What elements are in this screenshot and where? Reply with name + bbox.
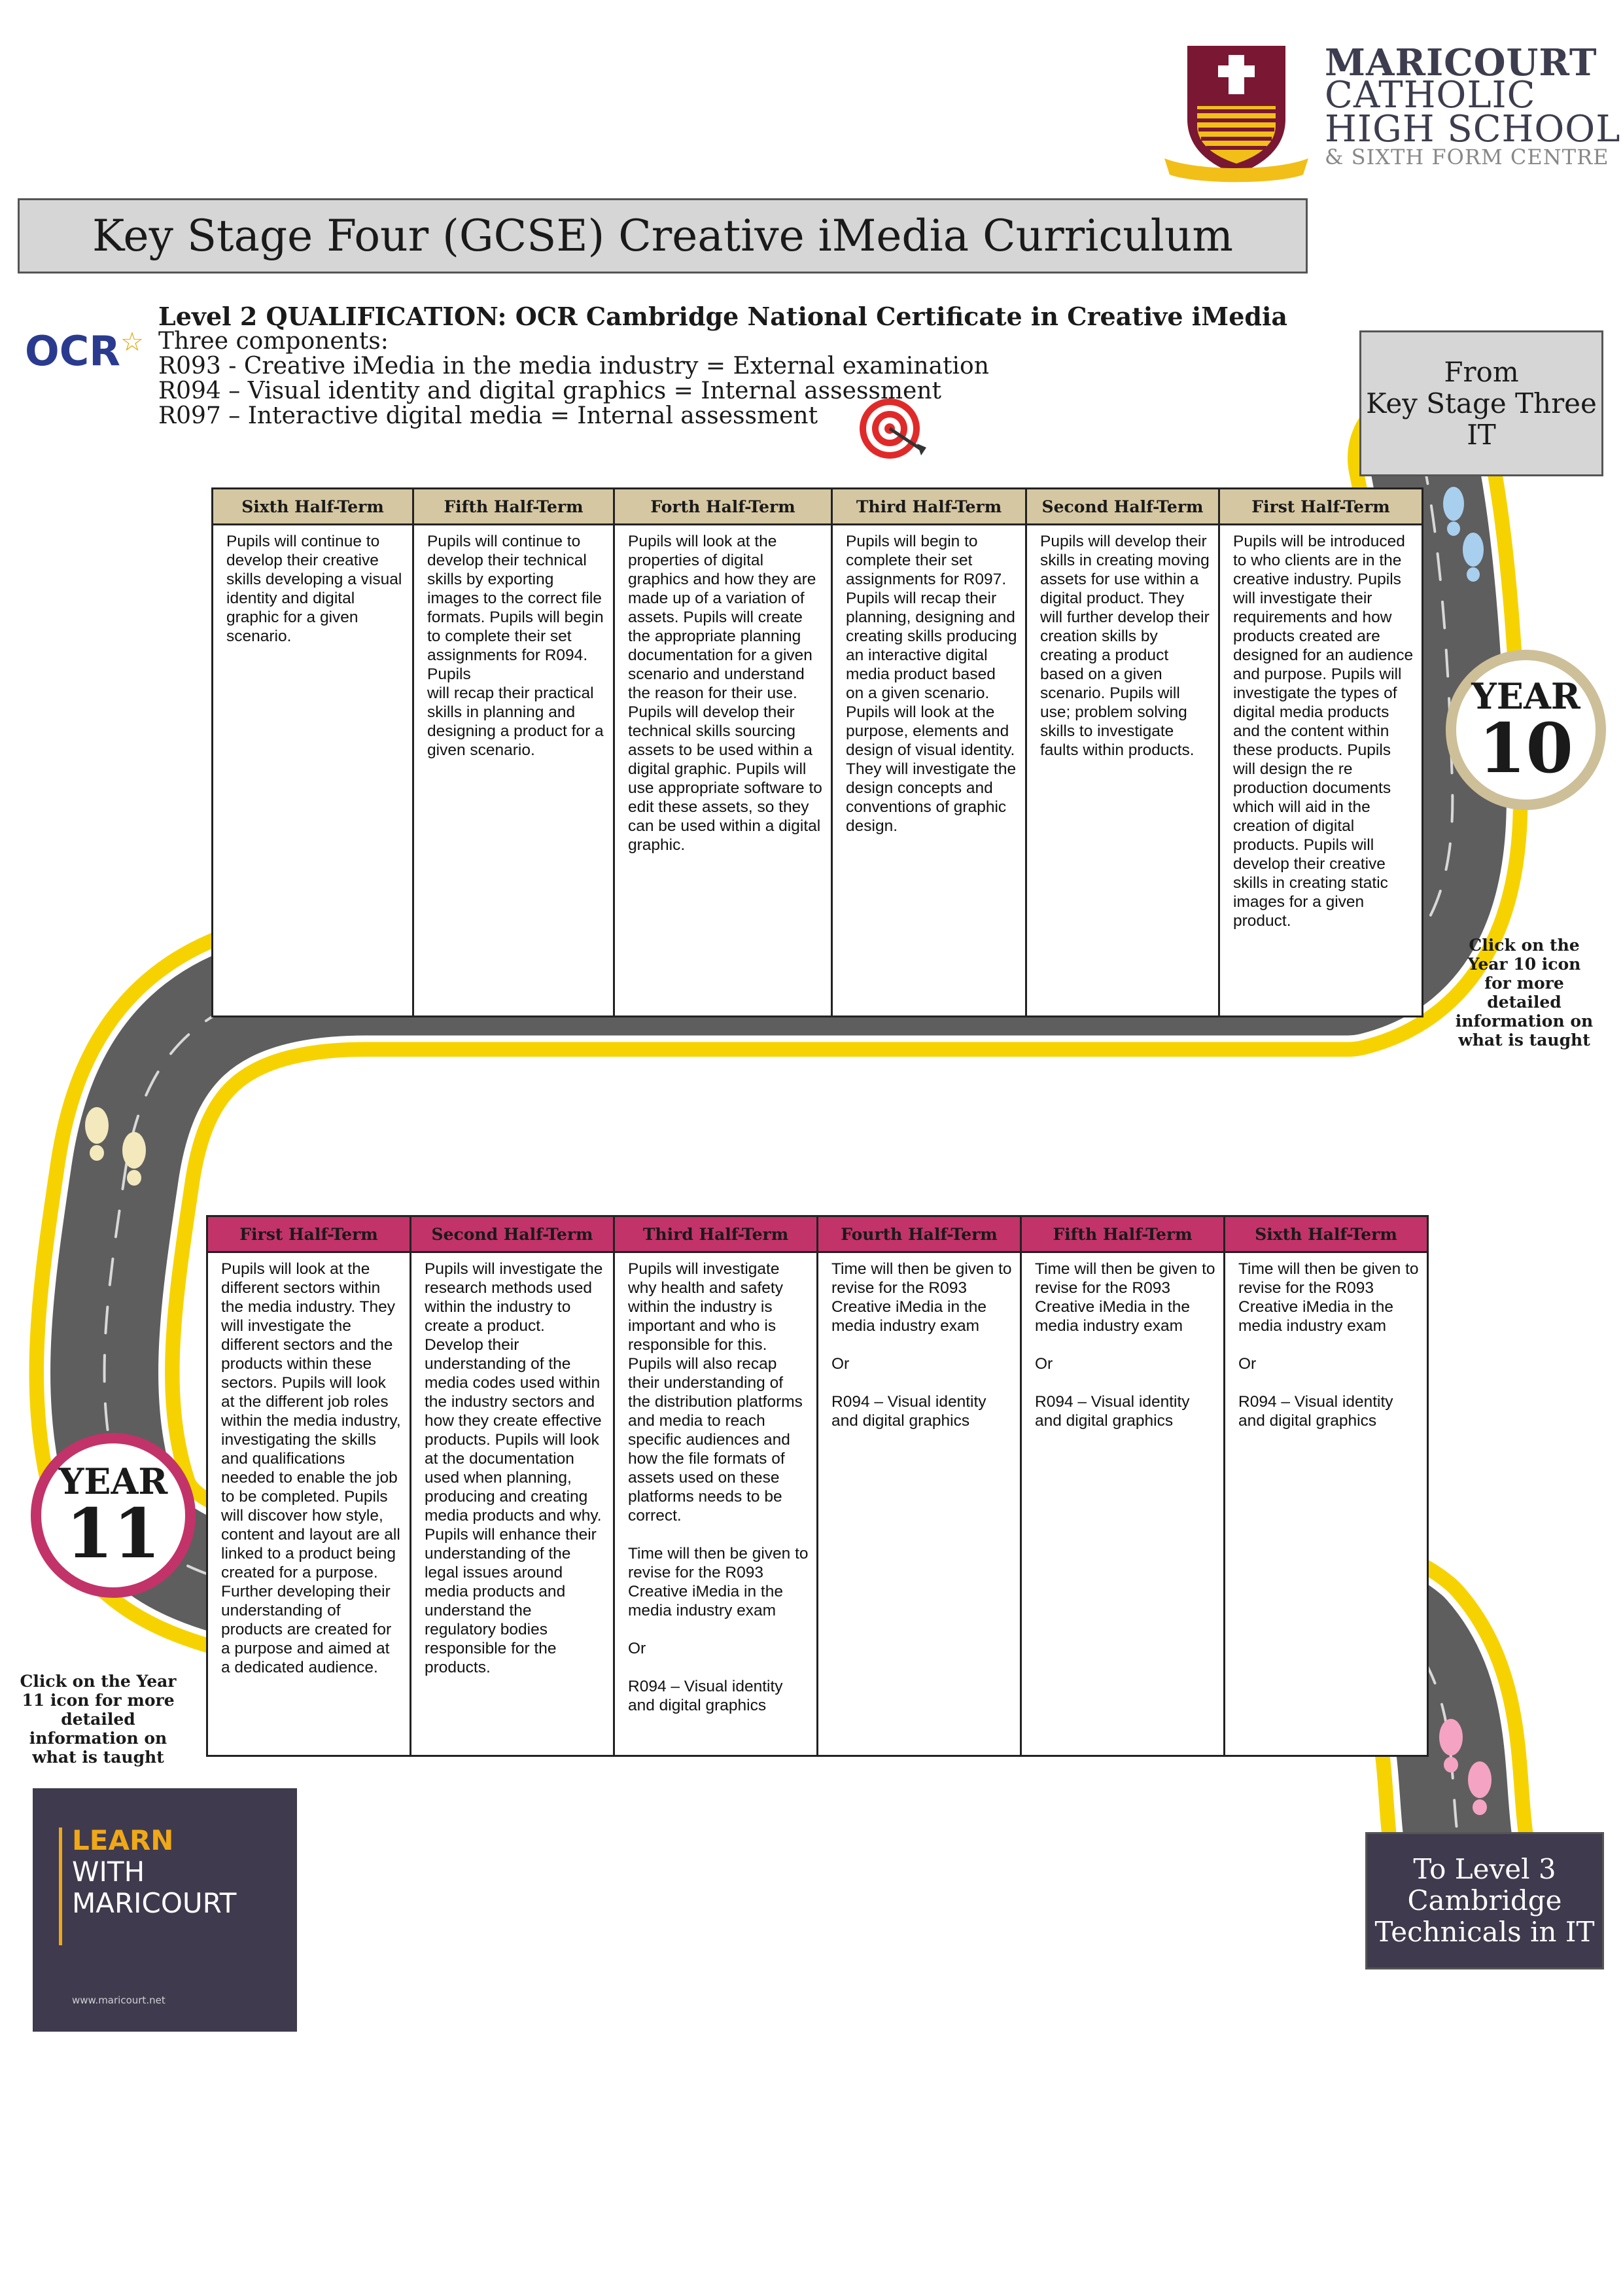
- learn-accent-bar: [59, 1828, 62, 1945]
- year10-cell-first: Pupils will be introduced to who clients…: [1218, 523, 1423, 1017]
- learn-line3: MARICOURT: [72, 1887, 237, 1919]
- year11-cell-second: Pupils will investigate the research met…: [410, 1251, 615, 1757]
- year10-header-first: First Half-Term: [1218, 487, 1423, 525]
- component-r094: R094 – Visual identity and digital graph…: [158, 378, 941, 404]
- year10-cell-sixth: Pupils will continue to develop their cr…: [211, 523, 414, 1017]
- year11-badge-number: 11: [65, 1493, 161, 1574]
- year11-cell-third: Pupils will investigate why health and s…: [613, 1251, 818, 1757]
- footprints-pink-icon: [1439, 1719, 1492, 1815]
- learn-line2: WITH: [72, 1856, 145, 1888]
- year10-header-fifth: Fifth Half-Term: [412, 487, 615, 525]
- year10-cell-third: Pupils will begin to complete their set …: [831, 523, 1027, 1017]
- year10-badge-label: YEAR: [1471, 675, 1580, 717]
- learn-line1: LEARN: [72, 1824, 174, 1856]
- school-name-line1: MARICOURT: [1325, 41, 1597, 84]
- footprints-cream-icon: [85, 1107, 146, 1186]
- year11-content-row: Pupils will look at the different sector…: [206, 1251, 1429, 1757]
- year11-badge-icon[interactable]: YEAR 11: [31, 1433, 196, 1598]
- year11-click-note: Click on the Year 11 icon for more detai…: [20, 1672, 177, 1767]
- qualification-block: Level 2 QUALIFICATION: OCR Cambridge Nat…: [158, 304, 1287, 429]
- year11-header-sixth: Sixth Half-Term: [1223, 1215, 1429, 1253]
- components-intro: Three components:: [158, 328, 389, 355]
- year11-cell-fourth: Time will then be given to revise for th…: [816, 1251, 1022, 1757]
- year10-header-second: Second Half-Term: [1025, 487, 1220, 525]
- page-title: Key Stage Four (GCSE) Creative iMedia Cu…: [18, 198, 1308, 274]
- year10-click-note: Click on the Year 10 icon for more detai…: [1455, 936, 1594, 1050]
- learn-with-maricourt-panel: LEARN WITH MARICOURT www.maricourt.net: [33, 1788, 297, 2032]
- year10-cell-fifth: Pupils will continue to develop their te…: [412, 523, 615, 1017]
- year11-cell-sixth: Time will then be given to revise for th…: [1223, 1251, 1429, 1757]
- year10-curriculum-table: Sixth Half-Term Fifth Half-Term Forth Ha…: [211, 487, 1423, 1017]
- footprints-blue-icon: [1443, 487, 1484, 582]
- year11-header-second: Second Half-Term: [410, 1215, 615, 1253]
- ocr-star-icon: ☆: [120, 327, 144, 357]
- learn-url[interactable]: www.maricourt.net: [72, 1994, 166, 2006]
- year11-cell-first: Pupils will look at the different sector…: [206, 1251, 411, 1757]
- school-crest-logo: [1158, 41, 1315, 185]
- school-name-line3: HIGH SCHOOL: [1325, 108, 1621, 150]
- year10-badge-icon[interactable]: YEAR 10: [1446, 650, 1606, 810]
- year11-cell-fifth: Time will then be given to revise for th…: [1020, 1251, 1225, 1757]
- year11-curriculum-table: First Half-Term Second Half-Term Third H…: [206, 1215, 1429, 1757]
- year10-header-fourth: Forth Half-Term: [613, 487, 833, 525]
- target-icon: [860, 398, 926, 459]
- year10-cell-second: Pupils will develop their skills in crea…: [1025, 523, 1220, 1017]
- year11-header-first: First Half-Term: [206, 1215, 411, 1253]
- year11-header-fifth: Fifth Half-Term: [1020, 1215, 1225, 1253]
- year10-content-row: Pupils will continue to develop their cr…: [211, 523, 1423, 1017]
- year11-header-third: Third Half-Term: [613, 1215, 818, 1253]
- to-level3-box: To Level 3 Cambridge Technicals in IT: [1365, 1832, 1604, 1969]
- from-ks3-box: From Key Stage Three IT: [1359, 330, 1603, 476]
- qualification-heading: Level 2 QUALIFICATION: OCR Cambridge Nat…: [158, 302, 1288, 331]
- year10-header-third: Third Half-Term: [831, 487, 1027, 525]
- year11-header-fourth: Fourth Half-Term: [816, 1215, 1022, 1253]
- year10-header-row: Sixth Half-Term Fifth Half-Term Forth Ha…: [211, 487, 1423, 525]
- ocr-logo: OCR☆: [25, 327, 144, 375]
- component-r097: R097 – Interactive digital media = Inter…: [158, 402, 818, 429]
- year11-badge-label: YEAR: [58, 1460, 168, 1502]
- year10-cell-fourth: Pupils will look at the properties of di…: [613, 523, 833, 1017]
- component-r093: R093 - Creative iMedia in the media indu…: [158, 353, 989, 380]
- school-name-line2: CATHOLIC: [1325, 74, 1536, 116]
- year10-badge-number: 10: [1478, 707, 1573, 788]
- year10-header-sixth: Sixth Half-Term: [211, 487, 414, 525]
- school-name-line4: & SIXTH FORM CENTRE: [1325, 145, 1609, 169]
- year11-header-row: First Half-Term Second Half-Term Third H…: [206, 1215, 1429, 1253]
